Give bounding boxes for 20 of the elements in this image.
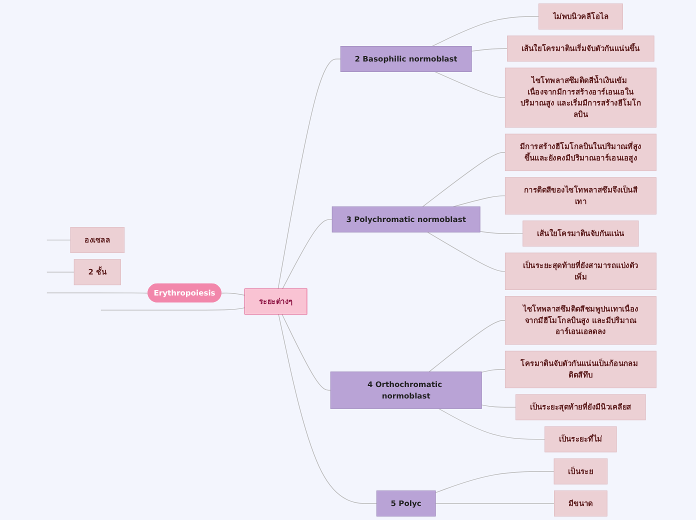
connector-line (427, 232, 506, 272)
connector-line (432, 16, 540, 47)
connector-line (435, 471, 554, 494)
connector-line (278, 58, 341, 290)
connector-line (480, 231, 524, 234)
connector-line (428, 320, 506, 372)
connector-line (221, 292, 246, 296)
connector-line (471, 48, 508, 52)
connector-line (435, 503, 555, 504)
connector-line (434, 71, 506, 98)
connector-line (282, 314, 331, 391)
connector-line (282, 219, 332, 290)
connector-line (481, 369, 506, 373)
connector-line (46, 292, 148, 294)
connector-line (100, 307, 246, 310)
connector-line (481, 404, 516, 408)
connector-line (452, 195, 506, 208)
connector-line (422, 152, 506, 208)
connector-line (278, 314, 377, 504)
connector-line (438, 408, 546, 440)
